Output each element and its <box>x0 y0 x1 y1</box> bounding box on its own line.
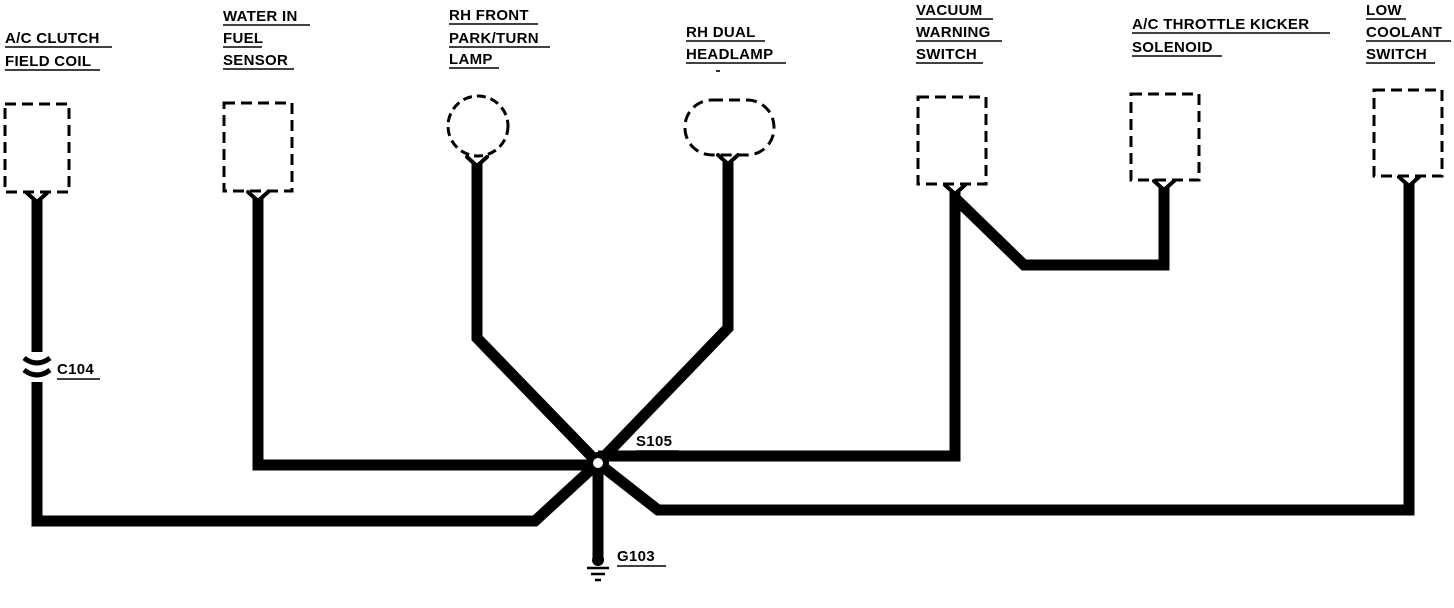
wire-coolant-switch <box>594 184 1415 516</box>
ground-g103-label: G103 <box>617 548 655 565</box>
throttle-kicker-component <box>1129 92 1201 182</box>
label-line: FIELD COIL <box>5 53 91 70</box>
water-in-fuel-component <box>222 101 294 193</box>
ac-clutch-component <box>3 102 71 194</box>
label-line: HEADLAMP <box>686 46 773 63</box>
rh-front-lamp-component <box>446 94 510 158</box>
splice-s105-label: S105 <box>636 433 672 450</box>
wire-rh-front-lamp <box>471 164 602 467</box>
label-rh-dual-headlamp: RH DUAL HEADLAMP <box>686 24 786 72</box>
label-line: LAMP <box>449 51 493 68</box>
label-ac-clutch-field-coil: A/C CLUTCH FIELD COIL <box>5 30 112 71</box>
label-line: FUEL <box>223 30 263 47</box>
label-line: WARNING <box>916 24 991 41</box>
ground-g103: G103 <box>587 548 666 582</box>
label-rh-front-park-turn-lamp: RH FRONT PARK/TURN LAMP <box>449 7 550 69</box>
wire-vacuum-switch <box>598 192 961 462</box>
rh-headlamp-component <box>683 98 776 157</box>
coolant-switch-component <box>1372 88 1444 178</box>
wires <box>31 162 1415 558</box>
label-line: A/C THROTTLE KICKER <box>1132 16 1309 33</box>
label-line: PARK/TURN <box>449 30 539 47</box>
label-line: SOLENOID <box>1132 39 1213 56</box>
label-line: VACUUM <box>916 2 983 19</box>
label-line: SWITCH <box>1366 46 1427 63</box>
label-line: SWITCH <box>916 46 977 63</box>
wire-rh-headlamp <box>594 162 734 467</box>
wire-vacuum-to-throttle-kicker <box>951 188 1170 271</box>
label-water-in-fuel-sensor: WATER IN FUEL SENSOR <box>223 8 310 70</box>
label-ac-throttle-kicker-solenoid: A/C THROTTLE KICKER SOLENOID <box>1132 16 1330 57</box>
label-line: LOW <box>1366 2 1402 19</box>
label-low-coolant-switch: LOW COOLANT SWITCH <box>1366 2 1451 64</box>
label-line: RH FRONT <box>449 7 529 24</box>
ground-symbol-icon <box>587 554 609 582</box>
wire-ac-clutch <box>31 200 602 527</box>
vacuum-switch-component <box>916 95 988 186</box>
label-line: RH DUAL <box>686 24 756 41</box>
label-line: A/C CLUTCH <box>5 30 100 47</box>
label-line: WATER IN <box>223 8 298 25</box>
label-line: COOLANT <box>1366 24 1442 41</box>
wire-water-in-fuel <box>252 199 598 471</box>
label-line: SENSOR <box>223 52 288 69</box>
splice-s105: S105 <box>587 433 679 474</box>
label-vacuum-warning-switch: VACUUM WARNING SWITCH <box>916 2 1002 64</box>
connector-c104-label: C104 <box>57 361 94 378</box>
connector-c104: C104 <box>22 355 100 380</box>
